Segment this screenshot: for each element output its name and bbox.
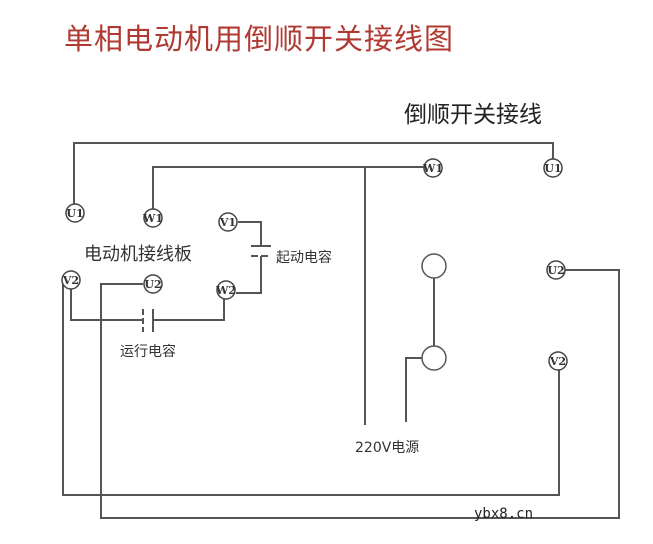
svg-text:V2: V2 [62,274,79,287]
terminal-u2: U2 [143,274,163,294]
svg-text:V1: V1 [219,216,236,229]
svg-text:U1: U1 [66,207,83,220]
wire-start-cap-2 [236,256,262,294]
svg-text:U2: U2 [547,264,564,277]
terminal-w2: W2 [215,280,236,300]
wire-power-2 [405,357,422,422]
wire-start-cap [238,221,262,246]
terminal-v1: V1 [218,212,238,232]
power-label: 220V电源 [355,440,420,456]
terminal-w1: W1 [142,208,163,228]
svg-text:V2: V2 [549,355,566,368]
switch-heading: 倒顺开关接线 [404,102,542,128]
svg-text:W1: W1 [422,162,443,175]
terminal-v2: V2 [61,270,81,290]
wire-run-cap-2 [153,299,225,321]
terminal-u1: U1 [65,203,85,223]
wire-v2 [62,282,560,496]
wire-w1 [152,166,424,209]
start-cap-label: 起动电容 [276,250,332,266]
run-cap-label: 运行电容 [120,344,176,360]
svg-text:U1: U1 [544,162,561,175]
svg-text:W1: W1 [142,212,163,225]
board-label: 电动机接线板 [84,244,192,265]
wires [62,142,620,519]
page-title: 单相电动机用倒顺开关接线图 [64,22,455,56]
wire-run-cap [70,289,143,321]
watermark: ybx8.cn [474,506,534,522]
wire-u1 [73,142,554,204]
switch-contact-blank [421,345,447,371]
svg-text:U2: U2 [144,278,161,291]
svg-text:W2: W2 [215,284,236,297]
switch-terminal-w1: W1 [422,158,443,178]
wire-u2 [100,269,620,519]
switch-terminal-u1: U1 [543,158,563,178]
switch-terminal-u2: U2 [546,260,566,280]
switch-contact-blank [421,253,447,279]
switch-terminal-v2: V2 [548,351,568,371]
